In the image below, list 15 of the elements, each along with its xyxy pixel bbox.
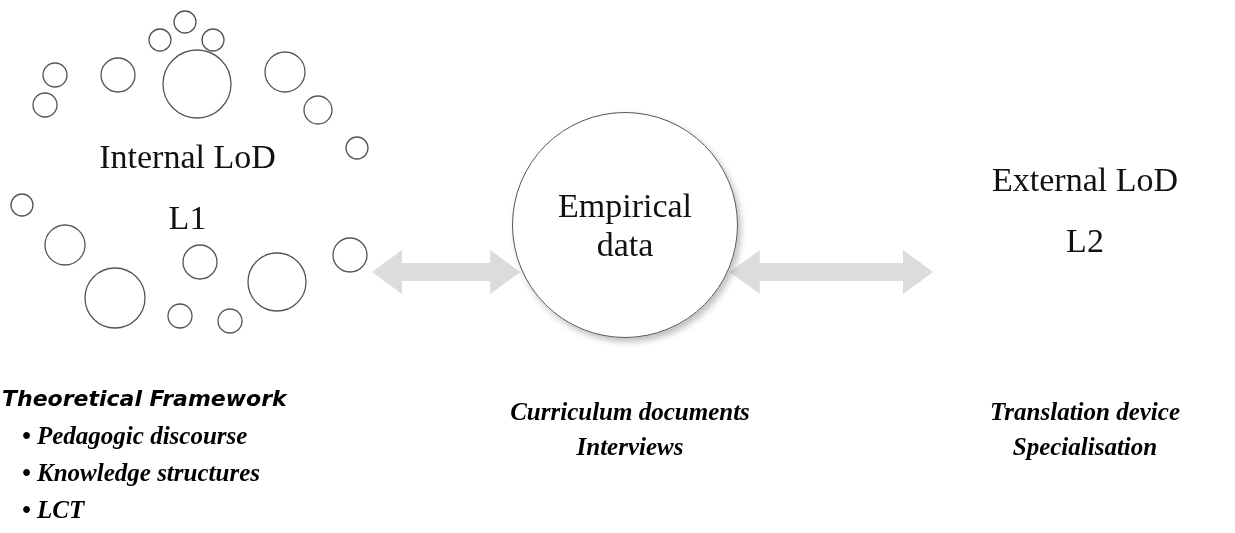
bullet-item: • Knowledge structures bbox=[22, 458, 260, 488]
caption-text: Interviews bbox=[575, 432, 685, 462]
node-label: External LoD bbox=[992, 159, 1178, 199]
node-label: Internal LoD bbox=[99, 136, 276, 176]
caption-text: Curriculum documents bbox=[509, 397, 751, 427]
double-arrow bbox=[729, 250, 933, 294]
node-label: Empirical data bbox=[556, 185, 694, 265]
node-label: L2 bbox=[1066, 221, 1104, 261]
bullet-item: • LCT bbox=[22, 495, 85, 525]
bullet-item: • Pedagogic discourse bbox=[22, 421, 248, 451]
caption-text: Translation device bbox=[989, 397, 1181, 427]
caption-text: Specialisation bbox=[1011, 432, 1159, 462]
double-arrow bbox=[372, 250, 521, 294]
caption-text: Theoretical Framework bbox=[2, 385, 287, 413]
node-label: L1 bbox=[168, 198, 207, 238]
